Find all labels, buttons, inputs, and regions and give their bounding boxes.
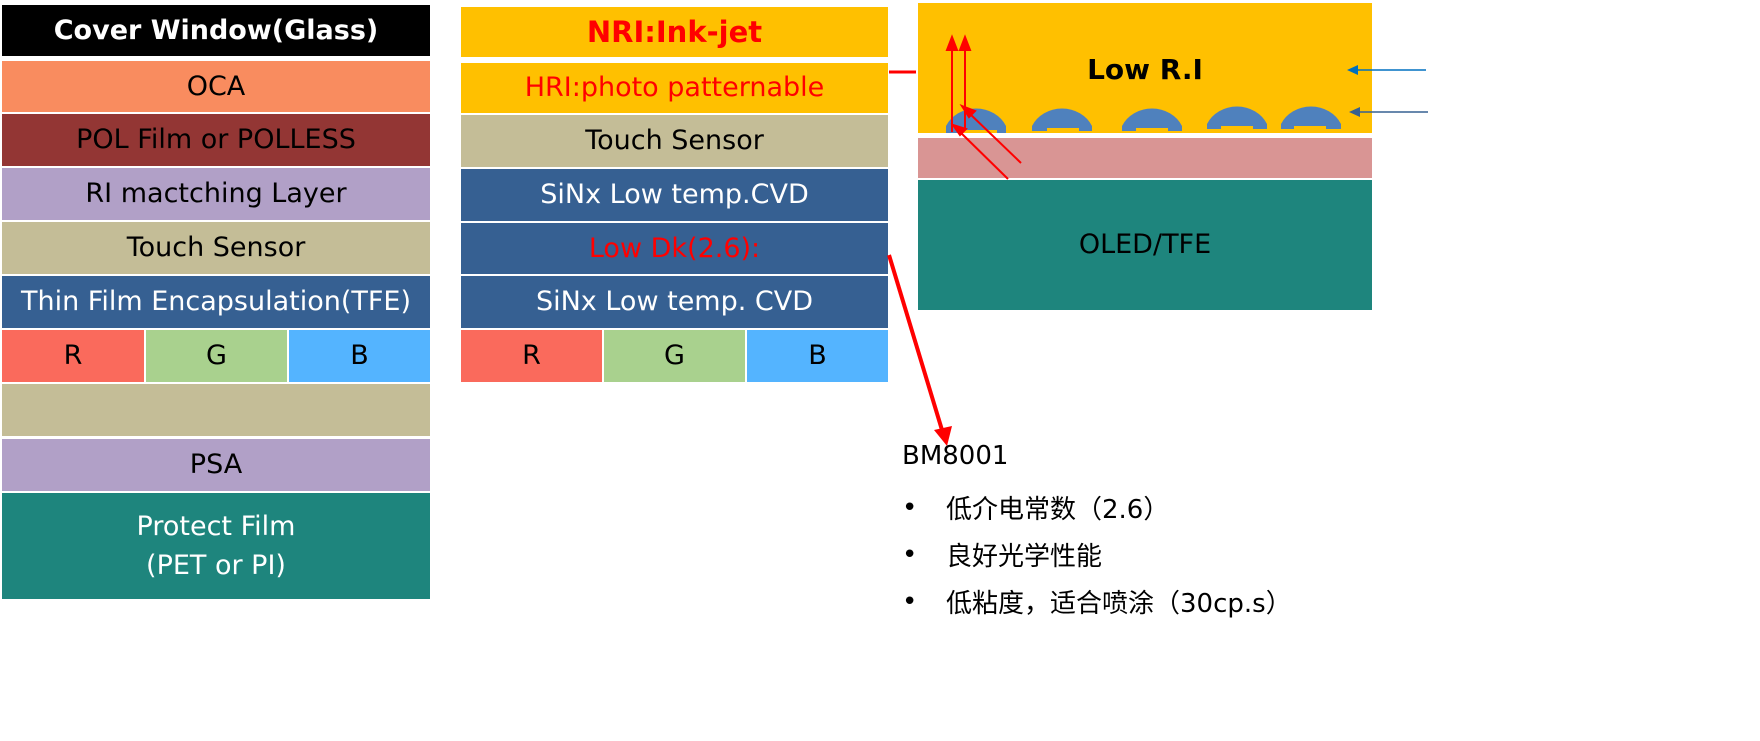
microlens [1207,106,1267,129]
layer-label: Low Dk(2.6): [588,232,761,264]
incident-arrows [1347,65,1428,117]
layer-pol-film: POL Film or POLLESS [2,114,430,166]
bullet-text: 低粘度，适合喷涂（30cp.s） [946,589,1292,619]
layer-label: Touch Sensor [126,232,306,264]
layer-label: SiNx Low temp.CVD [540,179,809,211]
subpixel-g: G [146,330,287,382]
layer-hri-photo: HRI:photo patternable [461,63,888,113]
middle-layer [918,138,1372,178]
microlens [1281,106,1341,129]
layer-label: Protect Film [136,510,296,542]
layer-low-dk: Low Dk(2.6): [461,223,888,274]
low-ri-text: Low R.I [1087,52,1203,86]
layer-label: HRI:photo patternable [524,72,825,104]
layer-label: POL Film or POLLESS [76,124,356,156]
subpixel-b: B [747,330,888,382]
layer-label: PSA [189,449,243,481]
subpixel-b: B [289,330,430,382]
layer-label: RI mactching Layer [85,178,347,210]
layer-touch-sensor: Touch Sensor [2,222,430,274]
layer-substrate [2,384,430,436]
layer-label-sub: (PET or PI) [146,550,286,581]
layer-touch-sensor: Touch Sensor [461,115,888,167]
layer-cover-window: Cover Window(Glass) [2,5,430,56]
subpixel-r: R [461,330,602,382]
light-ray-arrows [945,34,1022,180]
bullet-icon: • [902,586,918,617]
low-ri-label: Low R.I [1080,48,1210,92]
microlens [1032,108,1092,131]
layer-ri-matching: RI mactching Layer [2,168,430,220]
subpixel-label: R [522,340,541,372]
layer-nri-inkjet: NRI:Ink-jet [461,7,888,57]
subpixel-label: B [808,340,827,372]
bullet-text: 良好光学性能 [946,542,1103,572]
bullet-icon: • [902,539,918,570]
subpixel-label: B [350,340,369,372]
microlens [1122,108,1182,131]
layer-label: Touch Sensor [585,125,764,157]
subpixel-g: G [604,330,745,382]
oled-tfe-label: OLED/TFE [1078,229,1212,261]
layer-label: NRI:Ink-jet [586,14,763,49]
bullet-text: 低介电常数（2.6） [946,495,1170,525]
material-title: BM8001 [902,441,1009,471]
layer-label: OCA [186,70,246,102]
subpixel-r: R [2,330,144,382]
subpixel-label: G [206,340,227,372]
microlens-array [946,106,1341,133]
layer-sinx-top: SiNx Low temp.CVD [461,169,888,221]
bullet-item: • 低粘度，适合喷涂（30cp.s） [902,583,1292,620]
bullet-item: • 良好光学性能 [902,536,1102,573]
layer-label: SiNx Low temp. CVD [535,286,814,318]
bullet-icon: • [902,492,918,523]
layer-tfe: Thin Film Encapsulation(TFE) [2,276,430,328]
callout-arrow [887,254,952,446]
layer-protect-film: Protect Film (PET or PI) [2,493,430,599]
layer-oca: OCA [2,61,430,112]
oled-tfe-layer: OLED/TFE [918,180,1372,310]
layer-sinx-bottom: SiNx Low temp. CVD [461,276,888,328]
layer-label: Thin Film Encapsulation(TFE) [20,286,412,318]
subpixel-label: R [63,340,83,372]
layer-label: Cover Window(Glass) [53,14,379,46]
bullet-item: • 低介电常数（2.6） [902,489,1169,526]
subpixel-label: G [664,340,685,372]
layer-psa: PSA [2,439,430,491]
